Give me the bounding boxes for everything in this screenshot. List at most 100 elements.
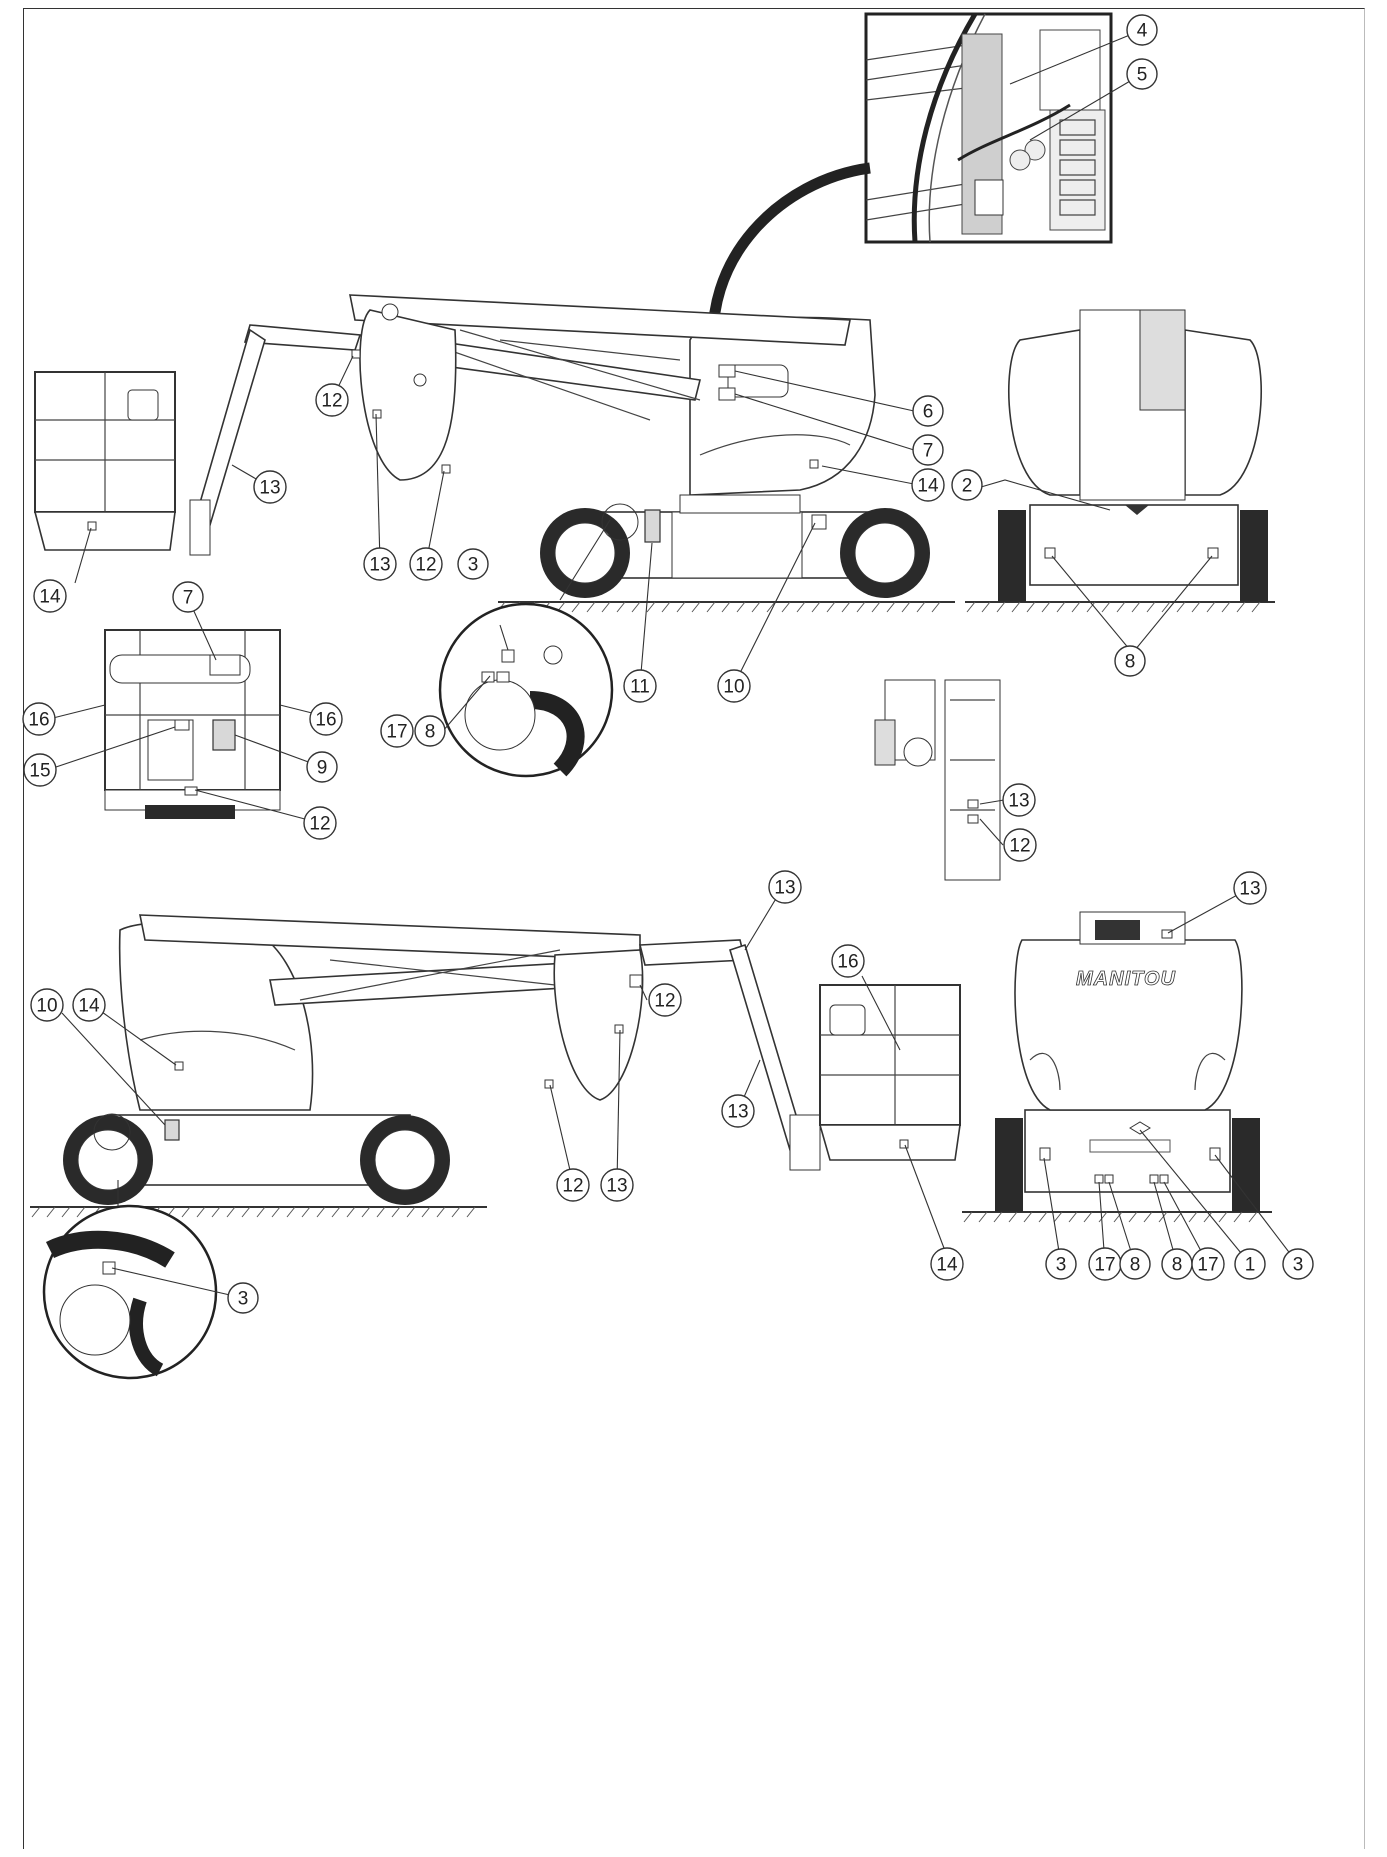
platform-front-view (104, 629, 281, 819)
callout-number: 13 (1239, 879, 1260, 900)
callout-circle (1003, 828, 1037, 862)
callout-11-c11: 11 (623, 669, 657, 703)
callout-number: 12 (562, 1176, 583, 1197)
callout-circle (409, 547, 443, 581)
callout-12-c12c: 12 (303, 806, 337, 840)
callout-number: 13 (1008, 791, 1029, 812)
callout-4-c4: 4 (1126, 14, 1158, 46)
callout-number: 17 (1197, 1255, 1218, 1276)
rear-view-bottom: MANITOU (962, 911, 1272, 1223)
callout-circle (1126, 14, 1158, 46)
callout-circle (227, 1282, 259, 1314)
callout-circle (1114, 645, 1146, 677)
callout-circle (717, 669, 751, 703)
side-view-top (33, 294, 955, 613)
side-view-bottom (30, 914, 961, 1218)
callout-circle (556, 1168, 590, 1202)
callout-circle (1282, 1248, 1314, 1280)
wheel-detail-top (438, 503, 639, 778)
callout-circle (309, 702, 343, 736)
callout-number: 16 (28, 710, 49, 731)
callout-circle (414, 715, 446, 747)
callout-17-c17b: 17 (1088, 1247, 1122, 1281)
callout-circle (1045, 1248, 1077, 1280)
callout-circle (380, 714, 414, 748)
callout-8-c8d: 8 (1161, 1248, 1193, 1280)
callout-number: 17 (386, 722, 407, 743)
callout-circle (303, 806, 337, 840)
callout-number: 12 (654, 991, 675, 1012)
manitou-brand-logo: MANITOU (1076, 968, 1176, 990)
wheel-detail-bottom (42, 1113, 218, 1380)
callout-number: 16 (837, 952, 858, 973)
callout-12-c12f: 12 (556, 1168, 590, 1202)
callout-circle (1126, 58, 1158, 90)
callout-number: 13 (259, 478, 280, 499)
callout-number: 1 (1245, 1255, 1256, 1276)
callout-number: 12 (1009, 836, 1030, 857)
callout-number: 10 (36, 996, 57, 1017)
callout-17-c17c: 17 (1191, 1247, 1225, 1281)
callout-9-c9: 9 (306, 751, 338, 783)
leader-lines (52, 29, 1299, 1299)
callout-number: 8 (1125, 652, 1136, 673)
callout-circle (1119, 1248, 1151, 1280)
callout-number: 7 (183, 588, 194, 609)
callout-number: 12 (321, 391, 342, 412)
callout-number: 11 (630, 677, 650, 698)
callout-16-c16a: 16 (22, 702, 56, 736)
callout-3-c3d: 3 (1282, 1248, 1314, 1280)
callout-number: 13 (606, 1176, 627, 1197)
callout-17-c17a: 17 (380, 714, 414, 748)
callout-14-c14a: 14 (911, 468, 945, 502)
callout-circle (72, 988, 106, 1022)
callout-10-c10b: 10 (30, 988, 64, 1022)
callout-3-c3b: 3 (227, 1282, 259, 1314)
callout-number: 7 (923, 441, 934, 462)
callout-number: 6 (923, 402, 934, 423)
front-view-top (965, 309, 1275, 613)
callout-circle (623, 669, 657, 703)
callout-number: 5 (1137, 65, 1148, 86)
callout-circle (768, 870, 802, 904)
callout-15-c15: 15 (23, 753, 57, 787)
callout-circle (600, 1168, 634, 1202)
callout-7-c7a: 7 (912, 434, 944, 466)
callout-10-c10a: 10 (717, 669, 751, 703)
callout-number: 13 (727, 1102, 748, 1123)
callout-circle (951, 469, 983, 501)
callout-16-c16b: 16 (309, 702, 343, 736)
callout-number: 13 (369, 555, 390, 576)
callout-number: 13 (774, 878, 795, 899)
callout-circle (306, 751, 338, 783)
callout-circle (912, 434, 944, 466)
callout-13-c13c: 13 (1002, 783, 1036, 817)
callout-14-c14d: 14 (930, 1247, 964, 1281)
callout-number: 8 (425, 722, 436, 743)
callout-number: 12 (415, 555, 436, 576)
callout-circle (1191, 1247, 1225, 1281)
sheet-border (23, 8, 1365, 1849)
callout-circle (172, 581, 204, 613)
callout-circle (22, 702, 56, 736)
callout-number: 12 (309, 814, 330, 835)
callout-14-c14b: 14 (33, 579, 67, 613)
callout-circle (648, 983, 682, 1017)
callout-number: 2 (962, 476, 973, 497)
callout-circle (912, 395, 944, 427)
callout-5-c5: 5 (1126, 58, 1158, 90)
callout-number: 3 (238, 1289, 249, 1310)
callout-number: 3 (468, 555, 479, 576)
callout-13-c13b: 13 (363, 547, 397, 581)
callout-circle (363, 547, 397, 581)
callout-14-c14c: 14 (72, 988, 106, 1022)
callout-number: 9 (317, 758, 328, 779)
callout-12-c12e: 12 (648, 983, 682, 1017)
callout-number: 14 (39, 587, 61, 608)
callout-circle (23, 753, 57, 787)
callout-12-c12b: 12 (409, 547, 443, 581)
callout-circle (930, 1247, 964, 1281)
callout-circle (911, 468, 945, 502)
callout-number: 3 (1056, 1255, 1067, 1276)
